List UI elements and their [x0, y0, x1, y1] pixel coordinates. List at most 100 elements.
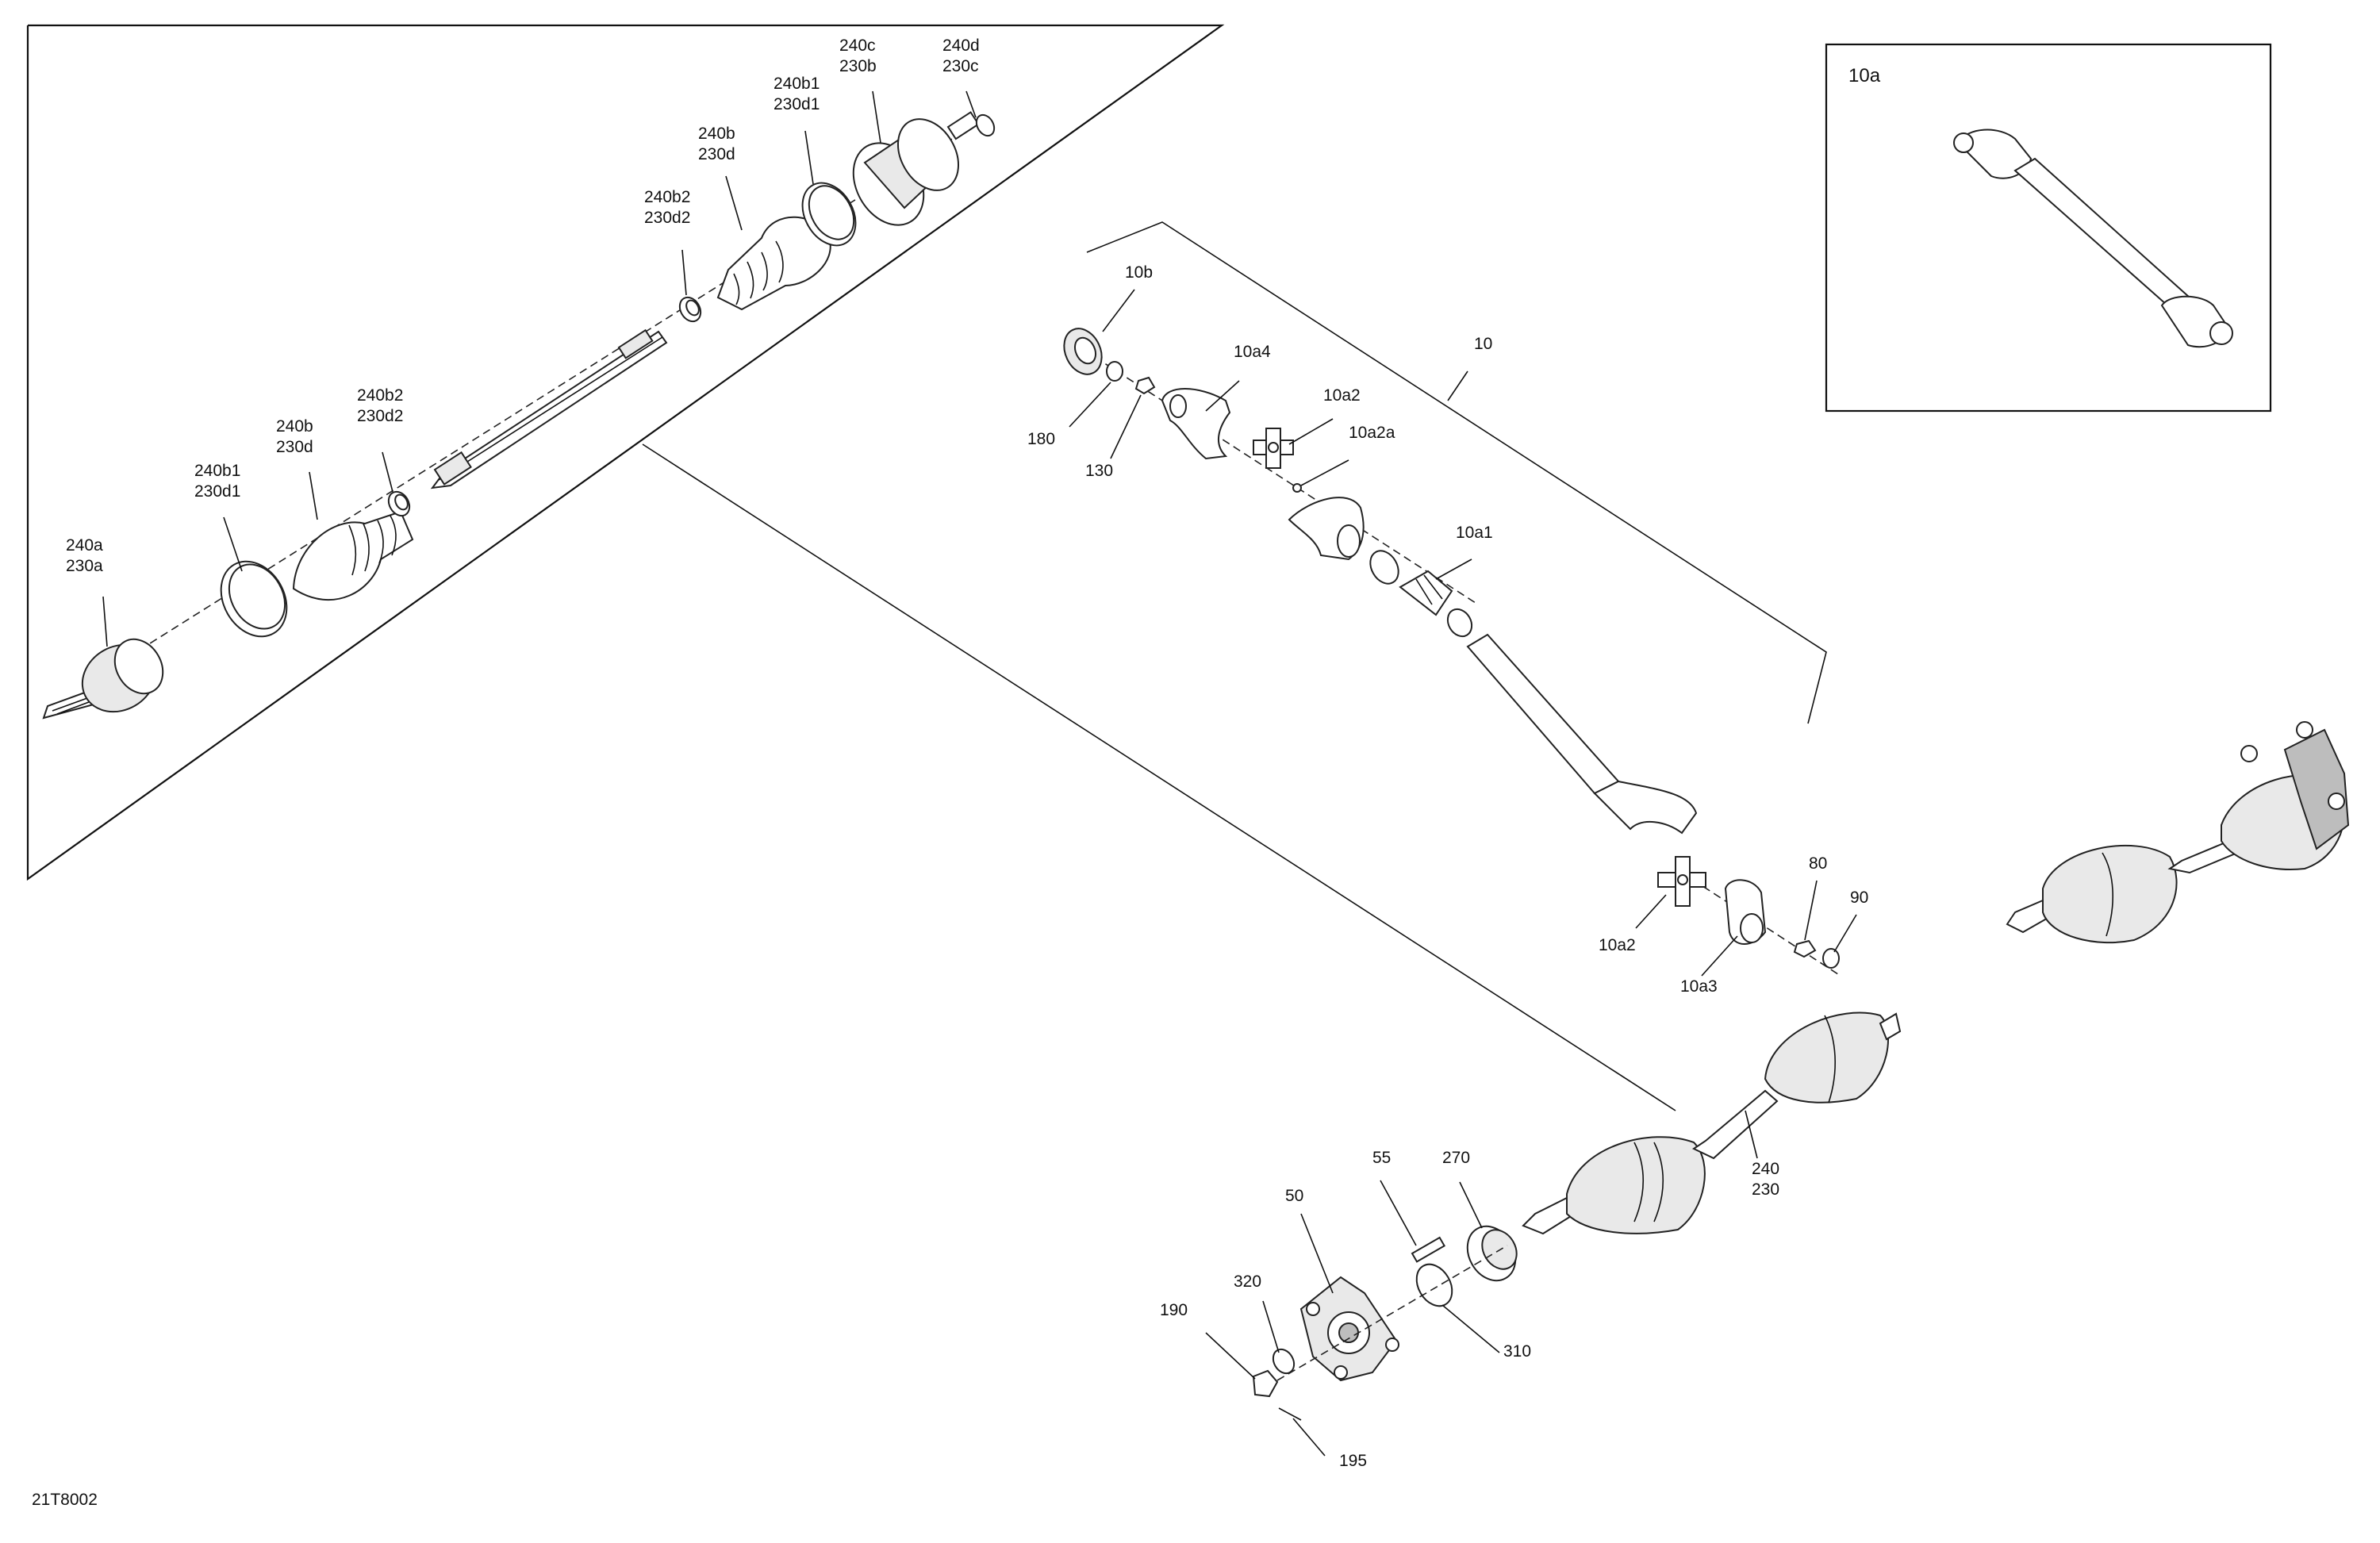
washer-180	[1106, 361, 1123, 382]
callout-line: 10a2a	[1349, 424, 1395, 442]
prop-shaft-tube	[1466, 633, 1698, 835]
callout-240b1-l: 240b1 230d1	[194, 462, 240, 501]
callout-240b1-u: 240b1 230d1	[774, 75, 820, 113]
callout-10a2-u: 10a2	[1323, 386, 1361, 405]
callout-line: 230d	[276, 438, 313, 456]
callout-line: 55	[1372, 1149, 1391, 1167]
callout-130: 130	[1085, 462, 1113, 480]
callout-240b-u: 240b 230d	[698, 125, 735, 163]
inset-box	[1825, 43, 2272, 413]
ring-10a1-right	[1446, 608, 1473, 638]
callout-line: 240b1	[194, 462, 240, 480]
callout-240b2-l: 240b2 230d2	[357, 386, 403, 425]
callout-leaders	[102, 90, 1857, 1457]
callout-line: 230b	[839, 57, 877, 75]
boot-clamp-small-left	[387, 490, 411, 517]
callout-195: 195	[1339, 1452, 1367, 1470]
callout-90: 90	[1850, 889, 1868, 907]
callout-10a3: 10a3	[1680, 977, 1718, 996]
cotter-pin-195	[1278, 1407, 1302, 1421]
callout-line: 180	[1027, 430, 1055, 448]
callout-line: 240a	[66, 536, 103, 555]
callout-line: 240b	[276, 417, 313, 436]
yoke-10a2a	[1288, 497, 1365, 561]
callout-line: 230a	[66, 557, 103, 575]
boot-clamp-large-right	[801, 182, 857, 247]
callout-line: 10a4	[1234, 343, 1271, 361]
callout-line: 190	[1160, 1301, 1188, 1319]
callout-line: 80	[1809, 854, 1827, 873]
circlip-310	[1415, 1263, 1453, 1307]
callout-line: 230d2	[644, 209, 690, 227]
washer-320	[1272, 1348, 1296, 1375]
assembled-view-right	[2006, 721, 2350, 943]
group-bracket-10	[1086, 221, 1827, 724]
callout-line: 10	[1474, 335, 1492, 353]
callout-line: 10a1	[1456, 524, 1493, 542]
inset-label: 10a	[1848, 65, 1881, 86]
cross-10a2-lower	[1657, 856, 1706, 907]
callout-240a: 240a 230a	[66, 536, 103, 575]
callout-line: 90	[1850, 889, 1868, 907]
yoke-10a3	[1724, 879, 1767, 945]
callout-10a4: 10a4	[1234, 343, 1271, 361]
callout-line: 240c	[839, 36, 876, 55]
upper-left-detail-panel	[26, 24, 1225, 881]
callout-240d: 240d 230c	[942, 36, 980, 75]
circlip	[975, 113, 996, 137]
seal-10b	[1063, 328, 1103, 375]
inner-cv-housing	[852, 111, 980, 226]
callout-line: 230d2	[357, 407, 403, 425]
callout-line: 230d1	[194, 482, 240, 501]
callout-line: 130	[1085, 462, 1113, 480]
callout-line: 240b2	[357, 386, 403, 405]
callout-line: 10a2	[1323, 386, 1361, 405]
callout-10a1: 10a1	[1456, 524, 1493, 542]
callout-line: 230	[1752, 1180, 1779, 1199]
nut-80	[1793, 939, 1817, 958]
callout-190: 190	[1160, 1301, 1188, 1319]
assembled-half-shaft	[1522, 1011, 1902, 1235]
callout-55: 55	[1372, 1149, 1391, 1167]
callout-240b2-u: 240b2 230d2	[644, 188, 690, 227]
callout-line: 240d	[942, 36, 980, 55]
callout-180: 180	[1027, 430, 1055, 448]
cv-boot-left	[292, 510, 414, 601]
callout-line: 230d	[698, 145, 735, 163]
callout-50: 50	[1285, 1187, 1303, 1205]
callout-10: 10	[1474, 335, 1492, 353]
callout-270: 270	[1442, 1149, 1470, 1167]
callout-line: 230c	[942, 57, 979, 75]
washer-90	[1822, 948, 1840, 969]
ring-10a1-left	[1369, 550, 1399, 585]
wheel-stud-55	[1411, 1236, 1446, 1263]
grease-fitting-10a2a	[1292, 483, 1302, 493]
callout-240b-l: 240b 230d	[276, 417, 313, 456]
callout-320: 320	[1234, 1272, 1261, 1291]
callout-line: 240b	[698, 125, 735, 143]
hub-axis-dashed	[1276, 1245, 1508, 1381]
callout-10a2-l: 10a2	[1599, 936, 1636, 954]
diagram-code: 21T8002	[32, 1491, 98, 1509]
callout-10a2a: 10a2a	[1349, 424, 1395, 442]
boot-10a1	[1399, 570, 1453, 616]
nut-130	[1134, 376, 1156, 395]
callout-line: 320	[1234, 1272, 1261, 1291]
callout-line: 10a3	[1680, 977, 1718, 996]
boot-clamp-small-right	[678, 296, 702, 323]
callout-line: 240b2	[644, 188, 690, 206]
callout-310: 310	[1503, 1342, 1531, 1361]
callout-line: 230d1	[774, 95, 820, 113]
callout-line: 310	[1503, 1342, 1531, 1361]
wheel-bearing-270	[1466, 1225, 1518, 1282]
callout-line: 240b1	[774, 75, 820, 93]
callout-line: 240	[1752, 1160, 1779, 1178]
castle-nut-190	[1252, 1369, 1279, 1398]
callout-line: 50	[1285, 1187, 1303, 1205]
callout-line: 270	[1442, 1149, 1470, 1167]
yoke-10a4	[1161, 388, 1231, 460]
callout-10b: 10b	[1125, 263, 1153, 282]
callout-line: 10b	[1125, 263, 1153, 282]
